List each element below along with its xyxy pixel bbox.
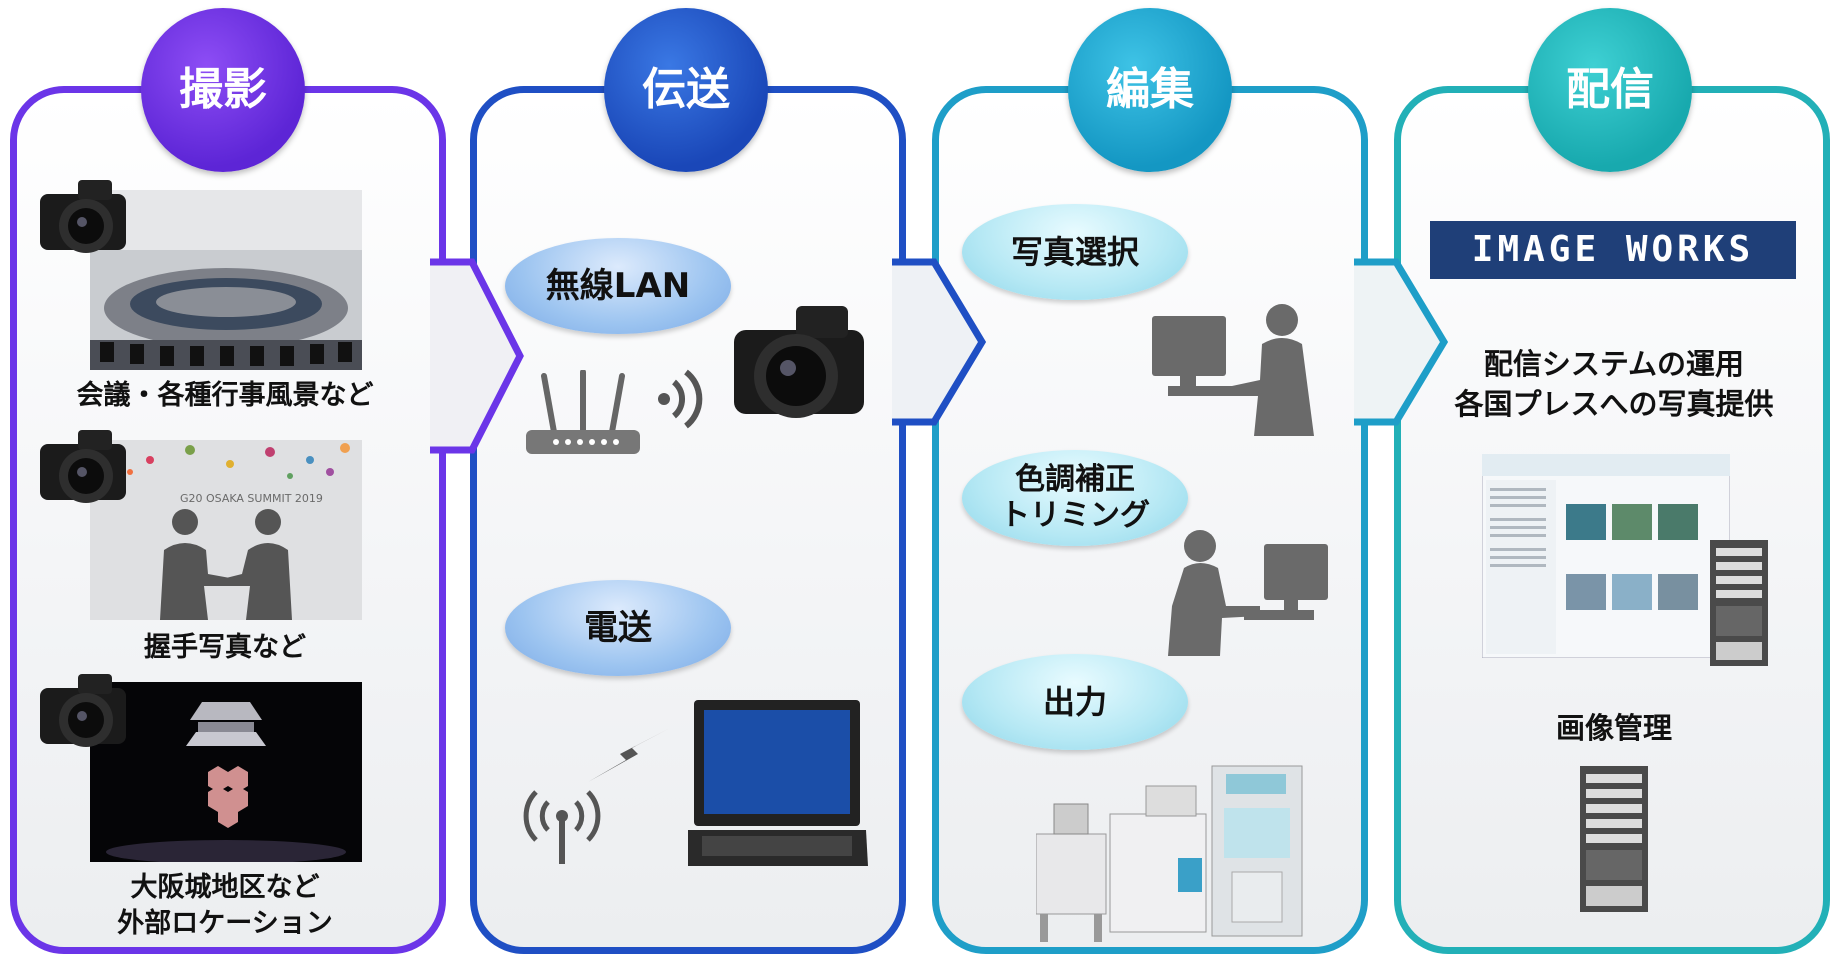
distribution-desc-line2: 各国プレスへの写真提供	[1454, 387, 1774, 421]
caption-handshake: 握手写真など	[144, 632, 306, 663]
person-at-computer-icon	[1152, 304, 1314, 436]
task-color-correction: 色調補正 トリミング	[962, 450, 1188, 546]
task-output-label: 出力	[1042, 683, 1107, 721]
person-at-computer-icon	[1168, 530, 1328, 656]
antenna-icon	[523, 790, 601, 864]
step-shooting-title: 撮影	[141, 8, 305, 172]
step-editing-title: 編集	[1068, 8, 1232, 172]
server-icon	[1580, 766, 1648, 912]
method-wireless-lan: 無線LAN	[505, 238, 731, 334]
wifi-signal-icon	[658, 369, 703, 429]
printing-equipment-icon	[1036, 765, 1303, 942]
camera-icon	[40, 180, 126, 253]
caption-conference: 会議・各種行事風景など	[76, 380, 374, 411]
photo-conference	[90, 190, 362, 370]
task-photo-selection-label: 写真選択	[1010, 233, 1139, 271]
method-transmission: 電送	[505, 580, 731, 676]
router-icon	[526, 370, 640, 454]
caption-castle-line1: 大阪城地区など	[130, 872, 320, 903]
lightning-icon	[588, 728, 670, 782]
storage-label: 画像管理	[1555, 711, 1672, 745]
distribution-desc-line1: 配信システムの運用	[1483, 347, 1745, 381]
task-color-correction-label: 色調補正	[1015, 462, 1135, 497]
task-photo-selection: 写真選択	[962, 204, 1188, 300]
method-wireless-lan-label: 無線LAN	[545, 266, 691, 306]
summit-banner: G20 OSAKA SUMMIT 2019	[180, 492, 323, 505]
step-distribution-title: 配信	[1528, 8, 1692, 172]
photo-handshake: G20 OSAKA SUMMIT 2019	[90, 440, 362, 620]
camera-icon	[40, 430, 126, 503]
image-works-logo: IMAGE WORKS	[1430, 221, 1796, 279]
image-management-screen	[1482, 454, 1730, 658]
camera-icon	[40, 674, 126, 747]
photo-osaka-castle	[90, 682, 362, 862]
method-transmission-label: 電送	[584, 608, 652, 648]
camera-icon	[734, 306, 864, 418]
step-transfer-title: 伝送	[604, 8, 768, 172]
caption-castle-line2: 外部ロケーション	[117, 908, 333, 939]
server-icon	[1710, 540, 1768, 666]
task-output: 出力	[962, 654, 1188, 750]
task-trimming-label: トリミング	[1000, 498, 1150, 533]
laptop-icon	[688, 700, 868, 866]
